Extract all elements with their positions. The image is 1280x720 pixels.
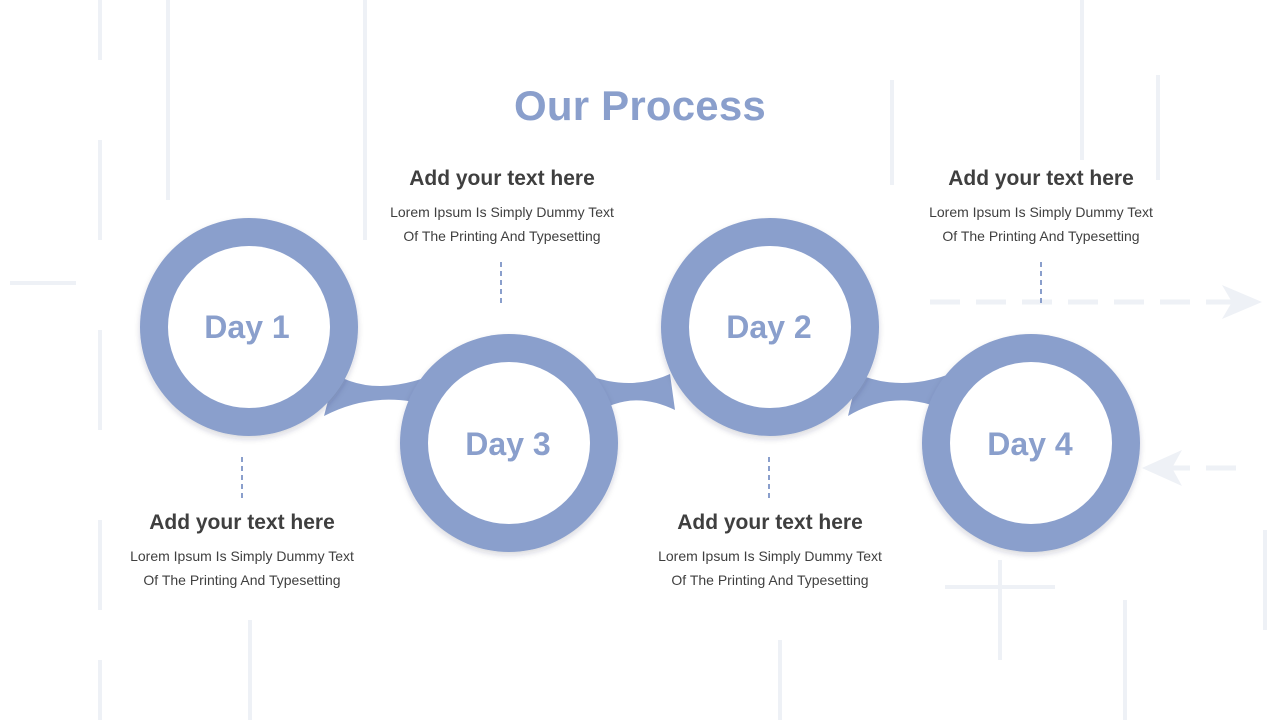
step-inner-day1 xyxy=(168,246,330,408)
connector-1-3 xyxy=(324,374,437,416)
step-description-line: Of The Printing And Typesetting xyxy=(942,228,1140,244)
step-heading: Add your text here xyxy=(948,167,1134,190)
step-description-line: Lorem Ipsum Is Simply Dummy Text xyxy=(130,548,354,564)
step-description-line: Lorem Ipsum Is Simply Dummy Text xyxy=(658,548,882,564)
page-title: Our Process xyxy=(514,82,766,129)
step-text-day4: Add your text here Lorem Ipsum Is Simply… xyxy=(901,166,1181,248)
step-heading: Add your text here xyxy=(409,167,595,190)
day-label-4: Day 4 xyxy=(987,426,1073,462)
step-text-day1: Add your text here Lorem Ipsum Is Simply… xyxy=(102,510,382,592)
step-description-line: Of The Printing And Typesetting xyxy=(143,572,341,588)
step-heading: Add your text here xyxy=(149,511,335,534)
step-inner-day4 xyxy=(950,362,1112,524)
step-description-line: Of The Printing And Typesetting xyxy=(403,228,601,244)
step-description-line: Of The Printing And Typesetting xyxy=(671,572,869,588)
step-inner-day3 xyxy=(428,362,590,524)
step-inner-day2 xyxy=(689,246,851,408)
step-heading: Add your text here xyxy=(677,511,863,534)
step-text-day3: Add your text here Lorem Ipsum Is Simply… xyxy=(362,166,642,248)
day-label-3: Day 3 xyxy=(465,426,550,462)
day-label-2: Day 2 xyxy=(726,309,811,345)
step-text-day2: Add your text here Lorem Ipsum Is Simply… xyxy=(630,510,910,592)
step-description-line: Lorem Ipsum Is Simply Dummy Text xyxy=(390,204,614,220)
connector-2-4 xyxy=(848,374,950,416)
day-label-1: Day 1 xyxy=(204,309,289,345)
step-description-line: Lorem Ipsum Is Simply Dummy Text xyxy=(929,204,1153,220)
